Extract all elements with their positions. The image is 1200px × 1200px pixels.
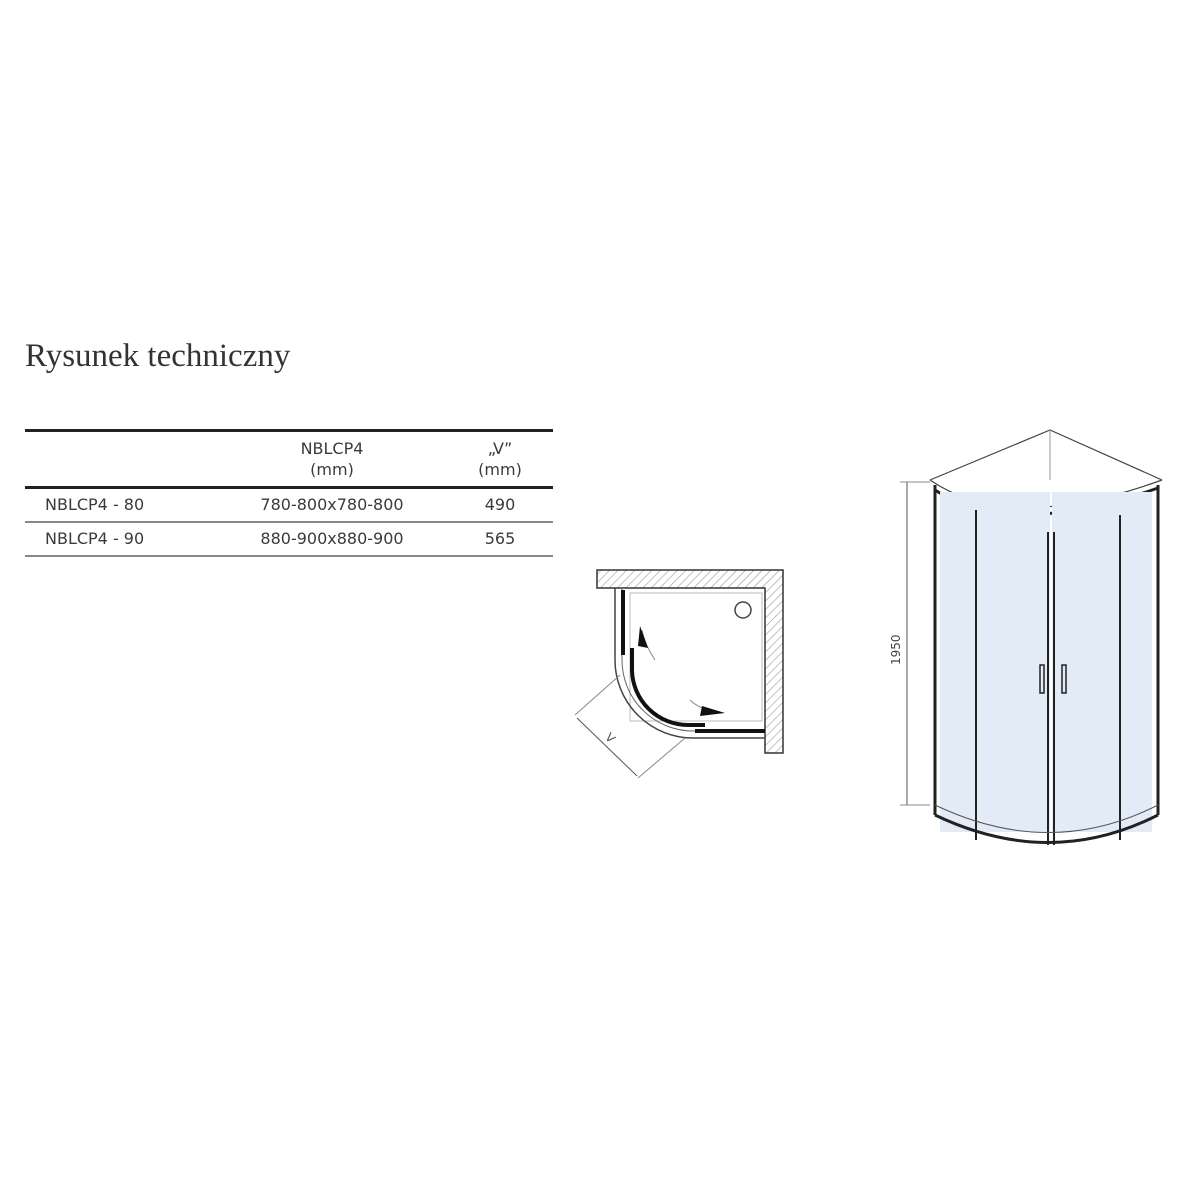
wall-hatch: [596, 569, 784, 754]
header-size: NBLCP4 (mm): [232, 438, 432, 480]
table-rule: [25, 555, 553, 557]
table-row: NBLCP4 - 90 880-900x880-900 565: [25, 523, 553, 555]
height-label: 1950: [889, 634, 903, 665]
header-v-name: „V”: [487, 439, 513, 458]
dimensions-table: NBLCP4 (mm) „V” (mm) NBLCP4 - 80 780-800x7…: [25, 429, 553, 557]
top-panel: [929, 429, 1163, 481]
header-size-name: NBLCP4: [300, 439, 364, 458]
shower-tray: [629, 592, 763, 722]
cell-v: 490: [484, 495, 516, 514]
header-size-unit: (mm): [310, 460, 354, 479]
cell-v: 565: [484, 529, 516, 548]
cell-model: NBLCP4 - 90: [45, 529, 145, 548]
page-title: Rysunek techniczny: [25, 338, 291, 374]
enclosure-outline: [614, 588, 765, 739]
table-rule: [25, 486, 553, 489]
table-header: NBLCP4 (mm) „V” (mm): [25, 432, 553, 486]
table-row: NBLCP4 - 80 780-800x780-800 490: [25, 489, 553, 521]
header-v-unit: (mm): [478, 460, 522, 479]
plan-view-drawing: V: [574, 569, 784, 779]
dimension-line: [576, 717, 638, 777]
glass-right: [1052, 492, 1152, 832]
elevation-view-drawing: 1950: [889, 429, 1163, 845]
cell-size: 880-900x880-900: [260, 529, 404, 548]
cell-model: NBLCP4 - 80: [45, 495, 145, 514]
header-v: „V” (mm): [455, 438, 545, 480]
table-rule: [25, 429, 553, 432]
door-handle: [1061, 664, 1067, 694]
glass-left: [940, 492, 1050, 832]
drain-icon: [734, 601, 752, 619]
table-rule: [25, 521, 553, 523]
enclosure-inner: [621, 588, 765, 732]
cell-size: 780-800x780-800: [260, 495, 404, 514]
door-handle: [1039, 664, 1045, 694]
